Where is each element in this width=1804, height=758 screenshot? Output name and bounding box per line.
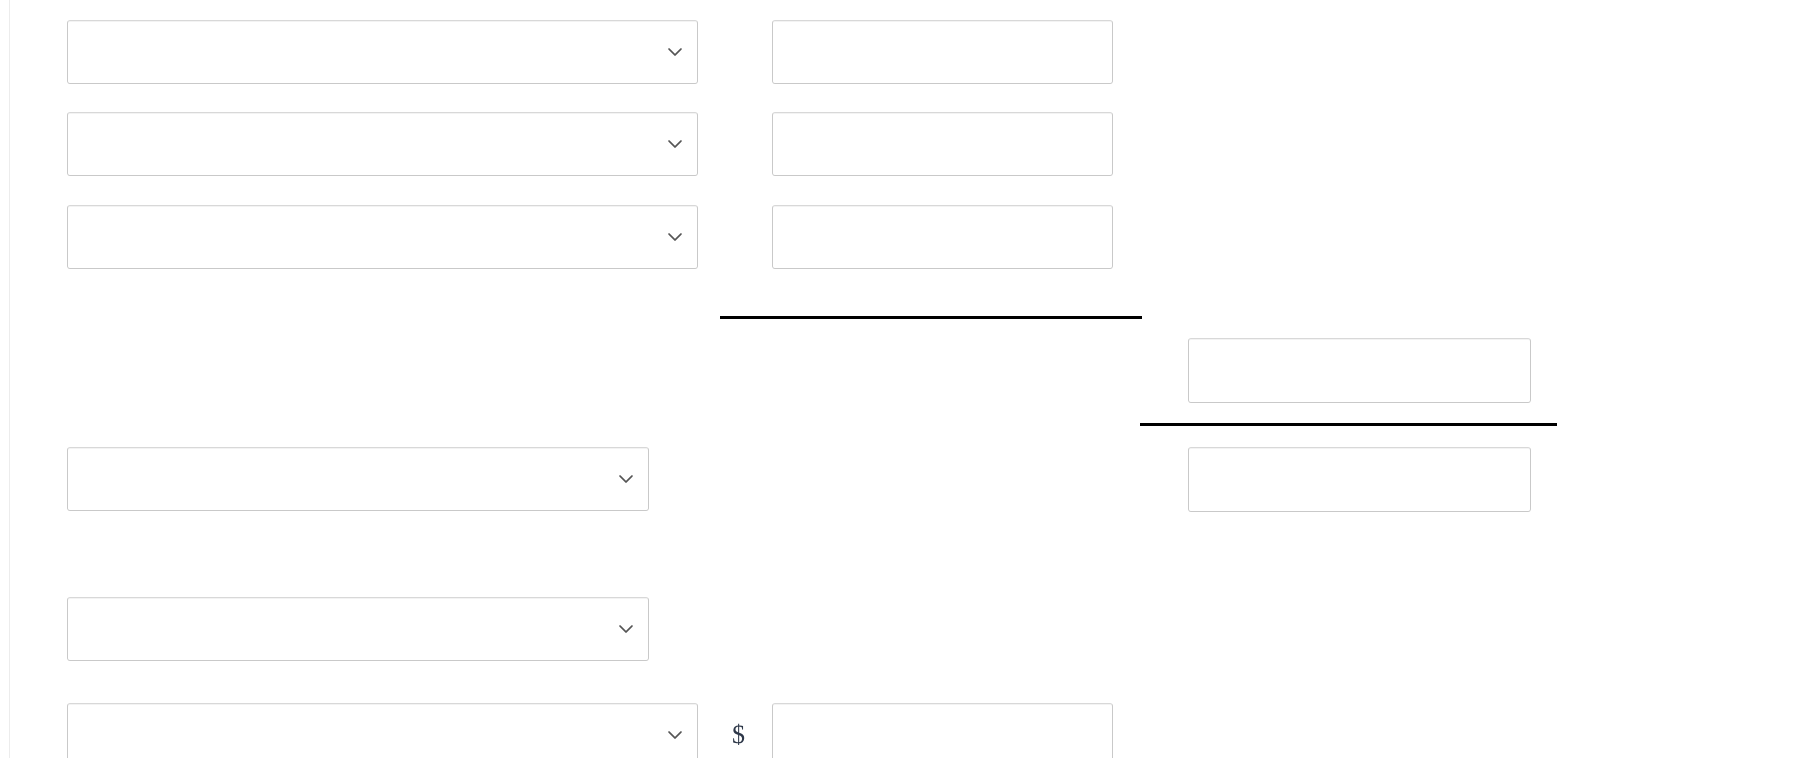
row-6-select[interactable] [67, 703, 698, 758]
chevron-down-icon [665, 725, 685, 745]
row-2-select[interactable] [67, 112, 698, 176]
side-input-2[interactable] [1188, 447, 1531, 512]
row-3-text-input[interactable] [772, 205, 1113, 269]
row-2-text-input[interactable] [772, 112, 1113, 176]
row-1-select[interactable] [67, 20, 698, 84]
chevron-down-icon [665, 134, 685, 154]
row-1-text-input[interactable] [772, 20, 1113, 84]
divider-1 [720, 316, 1142, 319]
row-3-select[interactable] [67, 205, 698, 269]
row-5-select[interactable] [67, 597, 649, 661]
left-edge-rule [9, 0, 10, 758]
chevron-down-icon [665, 227, 685, 247]
chevron-down-icon [616, 469, 636, 489]
divider-2 [1140, 423, 1557, 426]
currency-symbol: $ [732, 720, 745, 749]
row-4-select[interactable] [67, 447, 649, 511]
chevron-down-icon [665, 42, 685, 62]
side-input-1[interactable] [1188, 338, 1531, 403]
row-6-amount-input[interactable] [772, 703, 1113, 758]
chevron-down-icon [616, 619, 636, 639]
